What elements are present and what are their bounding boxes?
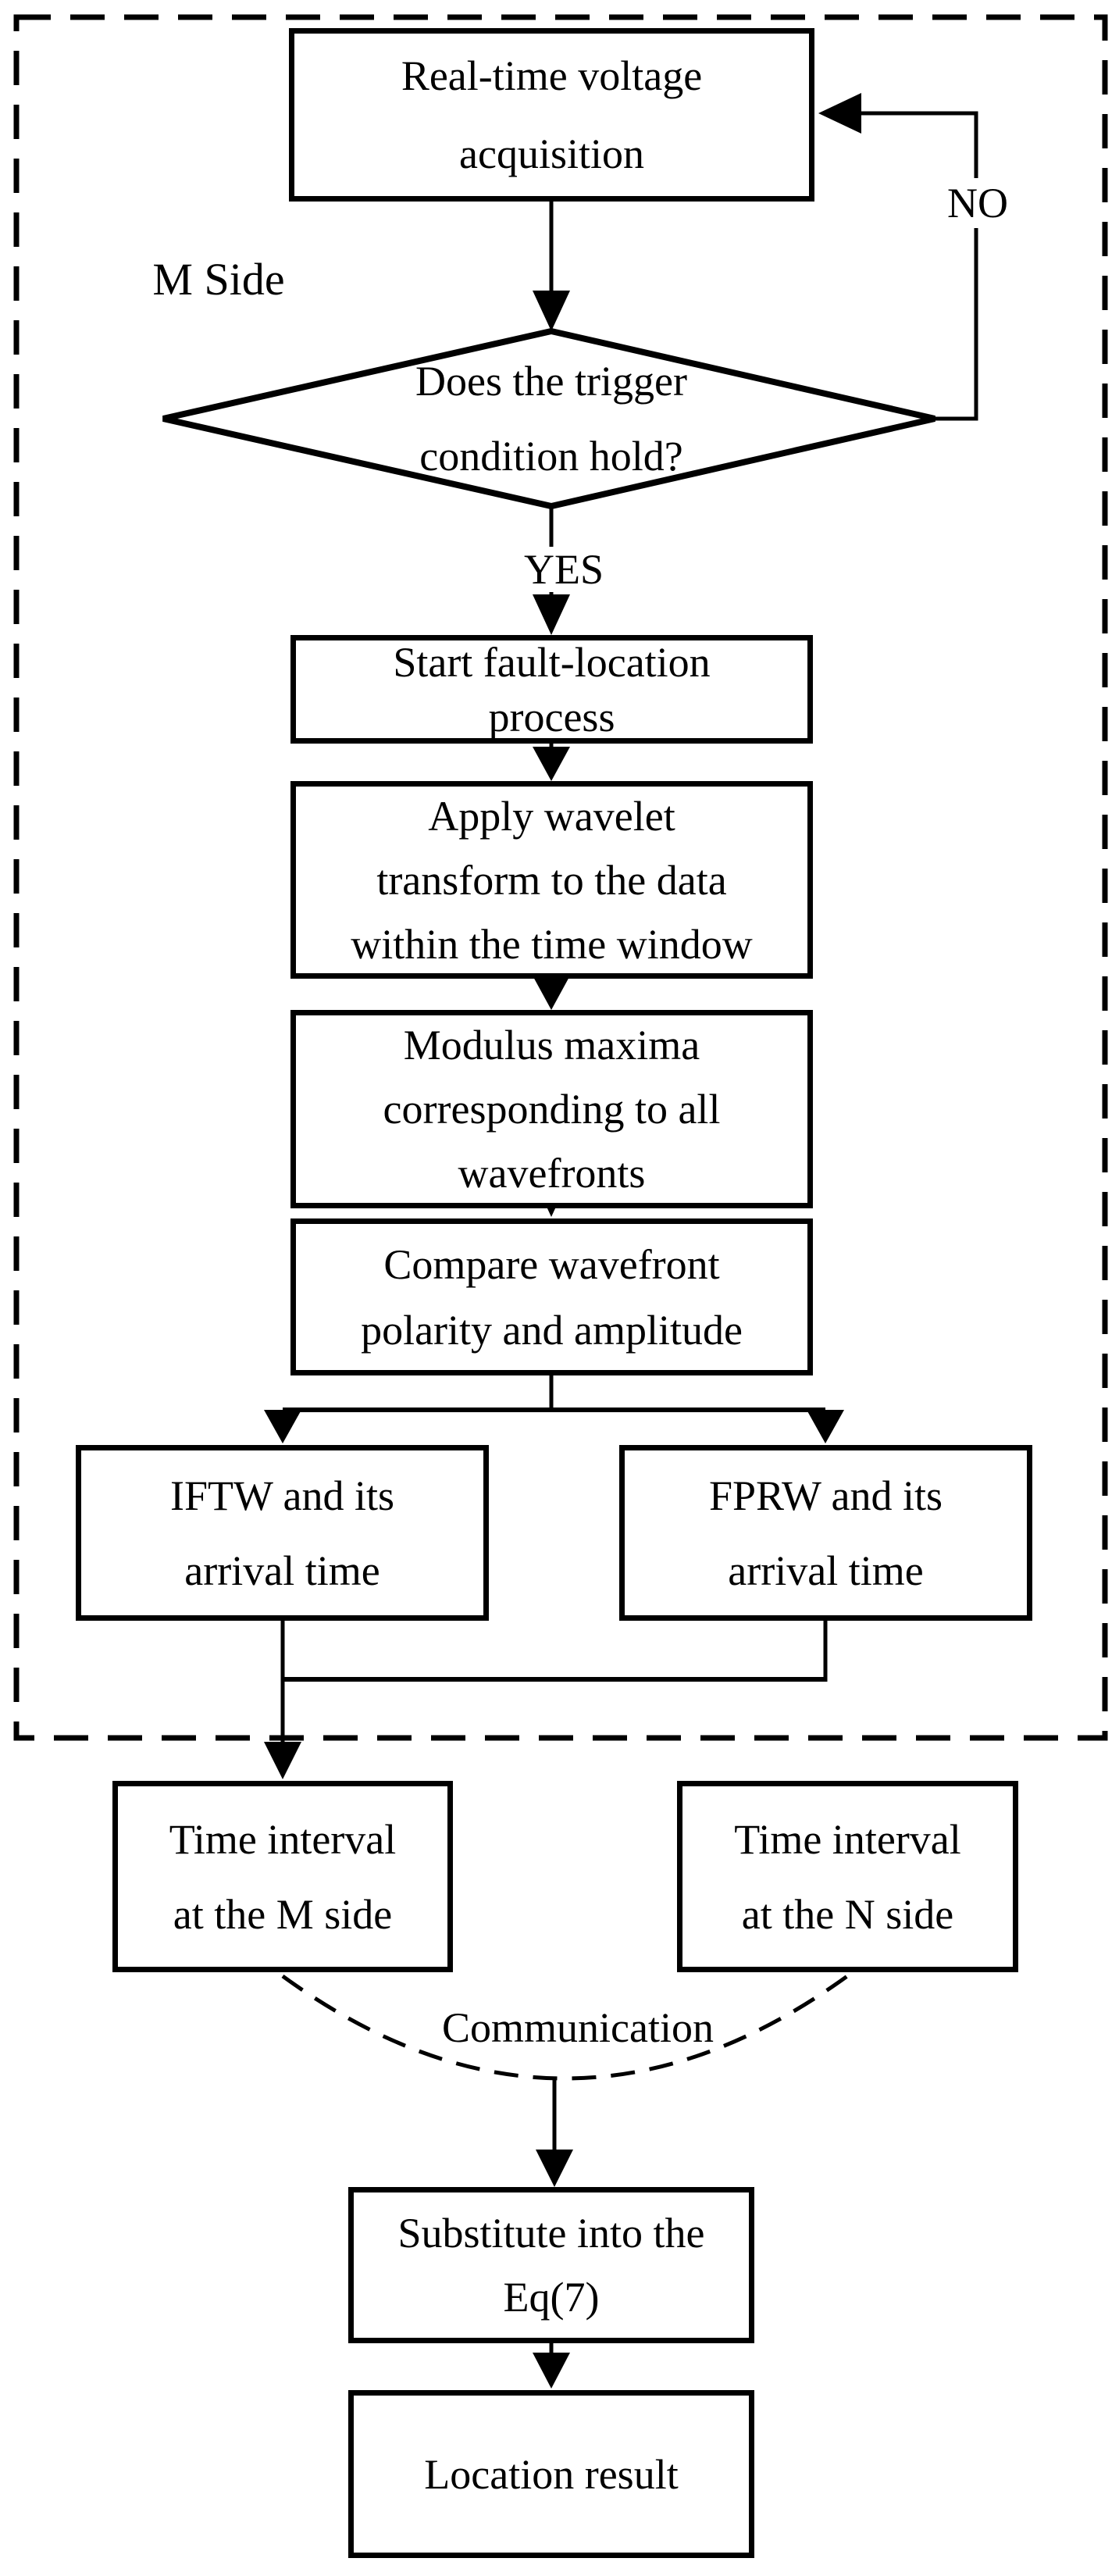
- m-side-region-border: [13, 14, 1108, 1741]
- node-fprw-arrival-time: FPRW and its arrival time: [619, 1445, 1032, 1621]
- node-substitute-line1: Substitute into the: [397, 2210, 705, 2257]
- node-iftw-arrival-time: IFTW and its arrival time: [76, 1445, 489, 1621]
- arrowhead-down-into-location-icon: [533, 2353, 570, 2389]
- arrowhead-down-into-iftw-icon: [264, 1410, 301, 1443]
- node-trigger-decision: Does the trigger condition hold?: [234, 336, 868, 501]
- node-compare-line1: Compare wavefront: [383, 1240, 720, 1288]
- m-side-label: M Side: [152, 253, 285, 305]
- node-start-fault-location-process: Start fault-location process: [290, 635, 813, 744]
- node-time-m-line1: Time interval: [169, 1815, 397, 1863]
- node-time-n-line2: at the N side: [741, 1890, 954, 1938]
- arrowhead-down-into-fprw-icon: [807, 1410, 844, 1443]
- node-time-m-line2: at the M side: [173, 1890, 393, 1938]
- arrowhead-down-into-wavelet-icon: [533, 747, 570, 781]
- node-modulus-line3: wavefronts: [458, 1150, 646, 1197]
- arrowhead-down-into-modulus-icon: [533, 976, 570, 1010]
- node-time-interval-n-side: Time interval at the N side: [677, 1781, 1018, 1972]
- arrowhead-left-into-acquisition-icon: [818, 93, 861, 134]
- arrowhead-down-into-substitute-icon: [536, 2150, 573, 2187]
- yes-branch-label: YES: [504, 546, 623, 593]
- node-wavelet-line1: Apply wavelet: [428, 792, 675, 840]
- node-start-process-line1: Start fault-location: [393, 638, 711, 686]
- node-modulus-maxima: Modulus maxima corresponding to all wave…: [290, 1010, 813, 1208]
- node-location-line1: Location result: [424, 2450, 679, 2498]
- node-acquisition-line2: acquisition: [459, 130, 644, 177]
- communication-label: Communication: [442, 2004, 714, 2051]
- node-location-result: Location result: [348, 2390, 754, 2558]
- node-trigger-decision-line2: condition hold?: [419, 433, 683, 480]
- node-fprw-line2: arrival time: [728, 1547, 924, 1594]
- node-compare-wavefront: Compare wavefront polarity and amplitude: [290, 1218, 813, 1375]
- arrowhead-down-into-time-m-icon: [264, 1742, 301, 1779]
- arrowhead-down-into-start-icon: [533, 594, 570, 635]
- node-apply-wavelet-transform: Apply wavelet transform to the data with…: [290, 781, 813, 979]
- node-wavelet-line3: within the time window: [351, 920, 753, 968]
- connector-no-loop: [861, 111, 978, 421]
- node-modulus-line2: corresponding to all: [383, 1086, 721, 1133]
- node-iftw-line1: IFTW and its: [170, 1472, 394, 1519]
- node-time-n-line1: Time interval: [734, 1815, 961, 1863]
- node-modulus-line1: Modulus maxima: [403, 1022, 700, 1069]
- node-time-interval-m-side: Time interval at the M side: [112, 1781, 453, 1972]
- node-substitute-line2: Eq(7): [503, 2274, 600, 2321]
- no-branch-label: NO: [931, 178, 1025, 228]
- node-trigger-decision-line1: Does the trigger: [415, 358, 687, 405]
- arrowhead-down-into-decision-icon: [533, 291, 570, 331]
- node-wavelet-line2: transform to the data: [376, 856, 727, 904]
- node-substitute-into-eq7: Substitute into the Eq(7): [348, 2187, 754, 2343]
- communication-arc: [281, 1974, 849, 2081]
- node-real-time-voltage-acquisition: Real-time voltage acquisition: [289, 28, 814, 202]
- node-compare-line2: polarity and amplitude: [361, 1306, 743, 1354]
- node-start-process-line2: process: [488, 693, 615, 740]
- node-iftw-line2: arrival time: [184, 1547, 380, 1594]
- node-acquisition-line1: Real-time voltage: [401, 52, 703, 99]
- node-fprw-line1: FPRW and its: [708, 1472, 943, 1519]
